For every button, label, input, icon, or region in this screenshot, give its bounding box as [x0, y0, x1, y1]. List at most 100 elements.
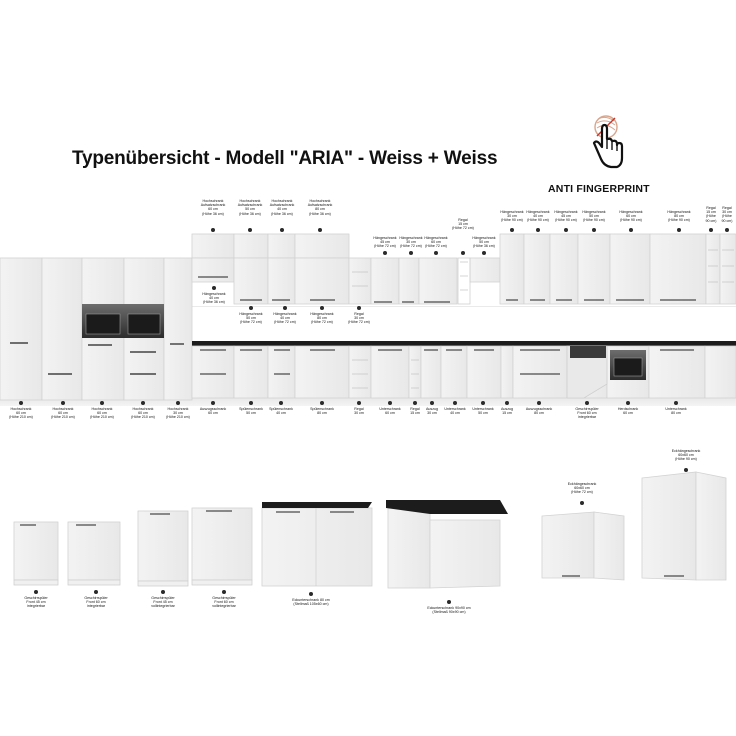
label-regal-15-72: Regal 15 cm (Höhe 72 cm): [452, 218, 474, 231]
pin: [536, 228, 540, 232]
pin: [279, 401, 283, 405]
label-haenge-80-90: Hängeschrank 80 cm (Höhe 90 cm): [667, 210, 691, 223]
pin: [222, 590, 226, 594]
pin: [176, 401, 180, 405]
label-gs-45-voll: Geschirrspüler Front 45 cm vollintegrier…: [151, 596, 175, 609]
pin: [211, 228, 215, 232]
label-auszug-15: Auszug 15 cm: [501, 407, 513, 416]
floor-plinth-line: [0, 397, 736, 406]
pin: [388, 401, 392, 405]
upper-wall-line: [0, 306, 736, 307]
pin: [249, 401, 253, 405]
label-hoch-60-a: Hochschrank 60 cm (Höhe 210 cm): [9, 407, 33, 420]
corner-worktop-90: [386, 500, 508, 514]
pin: [19, 401, 23, 405]
pin: [94, 590, 98, 594]
label-haenge-60-72: Hängeschrank 60 cm (Höhe 72 cm): [424, 236, 448, 249]
pin: [626, 401, 630, 405]
label-auszug-60: Auszugsschrank 60 cm: [199, 407, 227, 416]
corner-worktop-80: [262, 502, 372, 508]
pin: [212, 286, 216, 290]
label-unter-60: Unterschrank 60 cm: [379, 407, 401, 416]
pin: [34, 590, 38, 594]
pin: [585, 401, 589, 405]
pin: [383, 251, 387, 255]
pin: [537, 401, 541, 405]
label-regal-30: Regal 30 cm: [354, 407, 364, 416]
label-auszug-80: Auszugsschrank 80 cm: [525, 407, 553, 416]
dishwasher-open-door: [566, 345, 608, 399]
oven-built-in-left: [82, 304, 164, 338]
label-spuel-40: Spülenschrank 40 cm: [269, 407, 293, 416]
pin: [320, 306, 324, 310]
label-haenge-40-72: Hängeschrank 40 cm (Höhe 72 cm): [273, 312, 297, 325]
pin: [248, 228, 252, 232]
label-haenge-30-90: Hängeschrank 30 cm (Höhe 90 cm): [500, 210, 524, 223]
page-title: Typenübersicht - Modell "ARIA" - Weiss +…: [72, 148, 498, 169]
pin: [357, 306, 361, 310]
pin: [141, 401, 145, 405]
label-eck-90: Eckunterschrank 90x90 cm (Stellmaß 90x90…: [427, 606, 471, 615]
pin: [100, 401, 104, 405]
label-hoch-aufsatz-40: Hochschrank Aufsatzschrank 40 cm (Höhe 3…: [269, 199, 295, 216]
label-spuel-50: Spülenschrank 50 cm: [239, 407, 263, 416]
label-regal-15-90: Regal 15 cm (Höhe 90 cm): [705, 206, 717, 223]
label-haenge-40-90: Hängeschrank 40 cm (Höhe 90 cm): [526, 210, 550, 223]
pin: [280, 228, 284, 232]
pin: [505, 401, 509, 405]
label-hoch-aufsatz-50: Hochschrank Aufsatzschrank 50 cm (Höhe 3…: [237, 199, 263, 216]
label-hoch-60-c: Hochschrank 60 cm (Höhe 210 cm): [90, 407, 114, 420]
label-unter-80: Unterschrank 80 cm: [665, 407, 687, 416]
pin: [592, 228, 596, 232]
label-hoch-aufsatz-80: Hochschrank Aufsatzschrank 80 cm (Höhe 3…: [307, 199, 333, 216]
label-eckh-60: Eckhängeschrank 60x60 cm (Höhe 72 cm): [567, 482, 597, 495]
label-auszug-30: Auszug 30 cm: [426, 407, 438, 416]
label-hoch-60-b: Hochschrank 60 cm (Höhe 210 cm): [51, 407, 75, 420]
pin: [677, 228, 681, 232]
pin: [725, 228, 729, 232]
anti-fingerprint-label: ANTI FINGERPRINT: [548, 183, 650, 195]
label-haenge-50-36: Hängeschrank 50 cm (Höhe 36 cm): [472, 236, 496, 249]
label-regal-15: Regal 15 cm: [410, 407, 420, 416]
label-haenge-50-72: Hängeschrank 50 cm (Höhe 72 cm): [239, 312, 263, 325]
pin: [161, 590, 165, 594]
pin: [580, 501, 584, 505]
label-gs-45-int: Geschirrspüler Front 45 cm integrierbar: [24, 596, 48, 609]
pin: [481, 401, 485, 405]
pin: [309, 592, 313, 596]
label-hoch-aufsatz-60: Hochschrank Aufsatzschrank 60 cm (Höhe 3…: [200, 199, 226, 216]
label-eck-80: Eckunterschrank 80 cm (Stellmaß 105x60 c…: [292, 598, 330, 607]
label-spuel-80: Spülenschrank 80 cm: [310, 407, 334, 416]
pin: [447, 600, 451, 604]
pin: [482, 251, 486, 255]
pin: [413, 401, 417, 405]
pin: [249, 306, 253, 310]
pin: [320, 401, 324, 405]
hand-pointer-no-fingerprint-icon: [592, 115, 624, 169]
label-haenge-30-72: Hängeschrank 30 cm (Höhe 72 cm): [399, 236, 423, 249]
pin: [461, 251, 465, 255]
label-haenge-45-72: Hängeschrank 45 cm (Höhe 72 cm): [373, 236, 397, 249]
oven-built-in-herd: [610, 350, 646, 380]
pin: [684, 468, 688, 472]
pin: [283, 306, 287, 310]
label-haenge-45-90: Hängeschrank 45 cm (Höhe 90 cm): [554, 210, 578, 223]
label-herd-60: Herdschrank 60 cm: [617, 407, 639, 416]
pin: [564, 228, 568, 232]
label-regal-30-90: Regal 30 cm (Höhe 90 cm): [721, 206, 733, 223]
label-hoch-60-d: Hochschrank 60 cm (Höhe 210 cm): [131, 407, 155, 420]
label-regal-30-72: Regal 30 cm (Höhe 72 cm): [348, 312, 370, 325]
pin: [434, 251, 438, 255]
label-unter-50: Unterschrank 50 cm: [472, 407, 494, 416]
label-haenge-80-72: Hängeschrank 80 cm (Höhe 72 cm): [310, 312, 334, 325]
label-haenge-60-90: Hängeschrank 60 cm (Höhe 90 cm): [619, 210, 643, 223]
pin: [357, 401, 361, 405]
pin: [61, 401, 65, 405]
worktop: [192, 341, 736, 346]
label-haenge-40-36: Hängeschrank 40 cm (Höhe 36 cm): [202, 292, 226, 305]
label-hoch-30: Hochschrank 30 cm (Höhe 210 cm): [166, 407, 190, 420]
pin: [674, 401, 678, 405]
pin: [510, 228, 514, 232]
pin: [318, 228, 322, 232]
